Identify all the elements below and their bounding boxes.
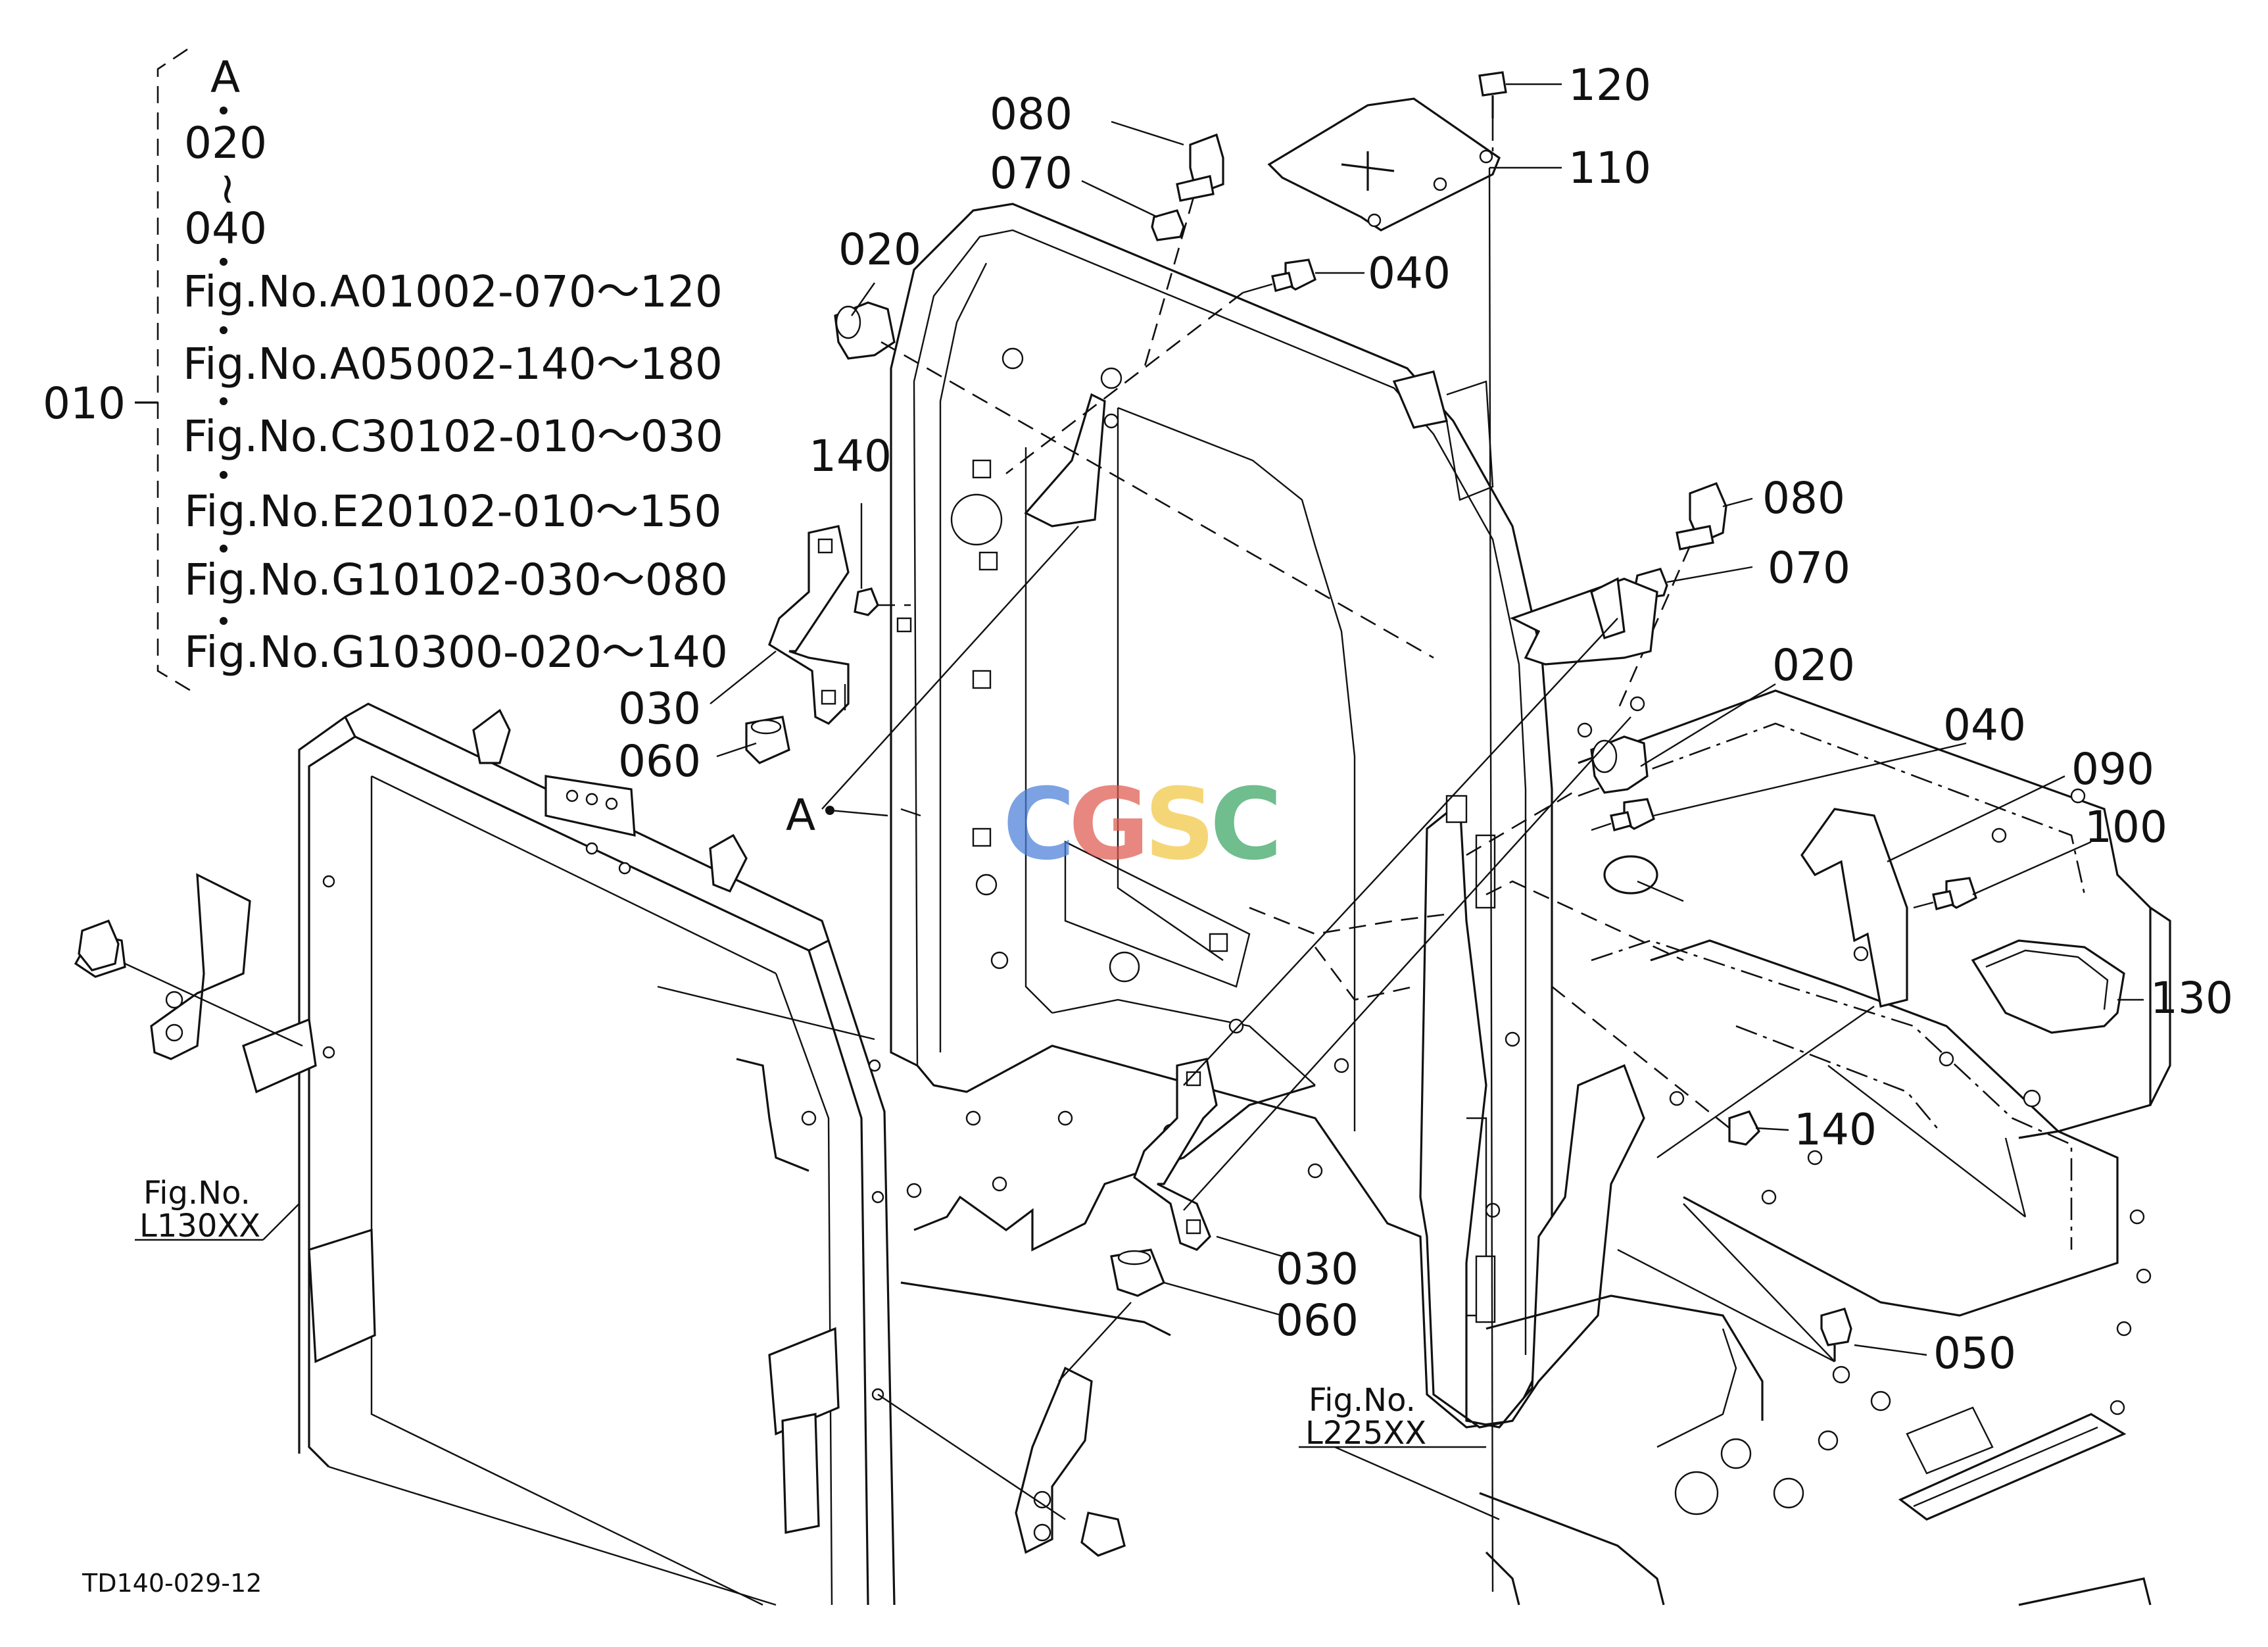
bottom-side-bracket	[877, 1366, 1126, 1557]
main-panel	[890, 203, 1553, 1429]
bushing-020-top	[834, 301, 1434, 659]
legend-fig-ref-3: Fig.No.C30102-010～030	[183, 411, 723, 462]
callout-080-top: 080	[990, 89, 1073, 139]
callout-070-right: 070	[1768, 543, 1850, 593]
leader-lines	[135, 83, 2144, 1592]
legend-fig-ref-2: Fig.No.A05002-140～180	[183, 339, 723, 389]
fig-ref-bottom-line2: L225XX	[1305, 1415, 1426, 1452]
legend-range-end: 040	[184, 203, 267, 254]
fig-ref-left-line1: Fig.No.	[143, 1175, 251, 1212]
bolt-080-top	[1143, 133, 1224, 369]
callout-020-right: 020	[1772, 640, 1855, 691]
top-plate-110	[1267, 97, 1501, 232]
watermark-letter-3: S	[1144, 768, 1215, 882]
pin-140-left	[854, 587, 911, 616]
callout-090: 090	[2071, 744, 2154, 795]
cap-center	[1603, 855, 1684, 902]
bracket-030-left	[768, 525, 850, 725]
drawing-number: TD140-029-12	[82, 1569, 262, 1598]
callout-100: 100	[2085, 802, 2167, 852]
callout-060-bottom: 060	[1276, 1295, 1359, 1346]
bolt-left-lower	[78, 919, 120, 971]
callout-070-top: 070	[990, 148, 1073, 199]
callout-140-left: 140	[809, 431, 892, 481]
bolt-120	[1478, 71, 1507, 158]
bracket-090	[1800, 808, 1908, 1008]
bushing-070-top	[1151, 209, 1185, 241]
callout-labels: 120 110 080 070 020 040 140 080 070 020 …	[82, 60, 2233, 1598]
legend-group: 010 A 020 ~ 040 Fig.No.A01002-070～120 Fi…	[43, 48, 728, 692]
callout-020-top: 020	[838, 224, 921, 275]
legend-marker-a: A	[210, 52, 240, 103]
callout-030-bottom: 030	[1276, 1244, 1359, 1294]
watermark-letter-4: C	[1210, 768, 1282, 882]
legend-fig-ref-5: Fig.No.G10102-030～080	[184, 554, 728, 605]
bolt-100	[1913, 877, 1977, 910]
callout-050: 050	[1933, 1328, 2016, 1379]
fig-ref-bottom-line1: Fig.No.	[1309, 1382, 1416, 1419]
bolt-040-top	[1005, 258, 1316, 475]
callout-120: 120	[1568, 60, 1651, 111]
watermark: C G S C	[1003, 768, 1282, 882]
right-post-panel	[1419, 795, 1645, 1429]
bracket-030-bottom	[1133, 1058, 1218, 1251]
bracket-upper-right	[1392, 370, 1658, 666]
fig-ref-left-line2: L130XX	[139, 1208, 260, 1244]
legend-range-sep: ~	[203, 171, 254, 207]
assembly-marker-a: A	[786, 790, 815, 841]
cover-130	[1971, 939, 2125, 1034]
watermark-letter-1: C	[1003, 768, 1075, 882]
center-floor	[736, 788, 1684, 1337]
left-side-bracket	[74, 873, 303, 1060]
legend-fig-ref-4: Fig.No.E20102-010～150	[184, 486, 721, 537]
callout-130: 130	[2150, 973, 2233, 1023]
group-label-010: 010	[43, 378, 126, 429]
callout-110: 110	[1568, 143, 1651, 193]
callout-080-right: 080	[1762, 473, 1845, 524]
callout-140-right: 140	[1794, 1104, 1877, 1155]
bolt-040-right	[1591, 798, 1655, 831]
legend-range-start: 020	[184, 118, 267, 168]
rubber-060-bottom	[1058, 1248, 1166, 1382]
watermark-letter-2: G	[1069, 768, 1149, 882]
floor-plate	[1479, 689, 2171, 1606]
callout-040-top: 040	[1368, 248, 1451, 299]
left-cab-frame	[242, 702, 896, 1606]
bushing-020-right	[1590, 735, 1649, 794]
pin-140-right	[1551, 985, 1760, 1146]
callout-030-left: 030	[618, 683, 701, 734]
bolt-050	[1820, 1308, 1852, 1362]
legend-fig-ref-1: Fig.No.A01002-070～120	[183, 266, 723, 317]
rubber-060-left	[745, 716, 790, 764]
bolt-080-right	[1616, 481, 1727, 711]
legend-fig-ref-6: Fig.No.G10300-020～140	[184, 627, 728, 677]
callout-060-left: 060	[618, 736, 701, 787]
callout-040-right: 040	[1943, 700, 2026, 750]
